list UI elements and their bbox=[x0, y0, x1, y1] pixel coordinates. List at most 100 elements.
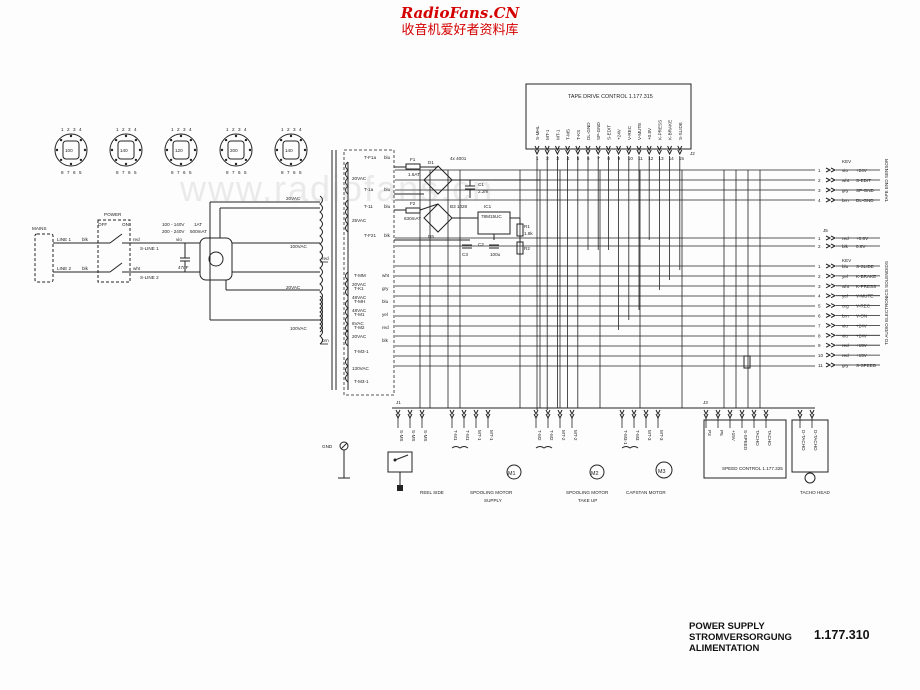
sc-pin-label: TACHO bbox=[755, 430, 760, 446]
kev2-signal: +15V bbox=[856, 353, 868, 358]
m2-pin-1: T-M2 bbox=[533, 409, 542, 441]
kev2-pin: 3 bbox=[818, 284, 821, 289]
m2-pin-label: T-M2 bbox=[537, 430, 542, 441]
capstan-label: CAPSTAN MOTOR bbox=[626, 490, 666, 495]
kev2-signal: S-SPEED bbox=[856, 363, 877, 368]
line2-label: LINE 2 bbox=[57, 266, 71, 271]
tdc-pin-num: 12 bbox=[648, 156, 654, 161]
tdc-pin-label-1: S-MHL bbox=[535, 125, 540, 140]
title-line-3: ALIMENTATION bbox=[689, 643, 760, 654]
sc-pin-6: TACHO bbox=[763, 409, 772, 446]
selector-pin: 3 bbox=[73, 127, 76, 132]
kev2-wire: red bbox=[842, 343, 849, 348]
selector-pin: 5 bbox=[244, 170, 247, 175]
kev1-wire: gry bbox=[842, 188, 849, 193]
voltage-range-2: 200 - 240V bbox=[162, 229, 185, 234]
tdc-pin-label-6: DL-GND bbox=[586, 122, 591, 140]
m1-pin-2: T-M1 bbox=[461, 409, 470, 441]
selector-pin: 2 bbox=[232, 127, 235, 132]
selector-pin: 8 bbox=[281, 170, 284, 175]
tdc-pin-3 bbox=[554, 145, 560, 156]
selector-pin: 1 bbox=[171, 127, 174, 132]
kev1-pin: 3 bbox=[818, 188, 821, 193]
fuse-rating-2: 500mAT bbox=[190, 229, 207, 234]
tdc-pin-num: 1 bbox=[536, 156, 539, 161]
tdc-pin-num: 14 bbox=[669, 156, 675, 161]
tdc-pin-7 bbox=[595, 145, 601, 156]
selector-pin: 8 bbox=[226, 170, 229, 175]
title-block: POWER SUPPLY STROMVERSORGUNG ALIMENTATIO… bbox=[689, 621, 792, 654]
selector-value-2: 140 bbox=[120, 148, 128, 153]
primary-volt-3: 100VAC bbox=[290, 244, 307, 249]
tdc-pin-label-8: S-EDIT bbox=[606, 125, 611, 140]
audio-solenoids-label: TO AUDIO ELECTRONICS SOLENOIDS bbox=[884, 261, 889, 345]
voltage-range-1: 100 - 140V bbox=[162, 222, 185, 227]
kev2-signal: +15V bbox=[856, 343, 868, 348]
selector-value-4: 200 bbox=[230, 148, 238, 153]
kev1-label: KEV bbox=[842, 159, 852, 164]
wire-line1: blk bbox=[82, 237, 89, 242]
m1-pin-label: T-M1 bbox=[453, 430, 458, 441]
kev2-wire: blu bbox=[842, 264, 849, 269]
sec-volt-6: 6VAC bbox=[352, 321, 364, 326]
j5-pin: 1 bbox=[818, 236, 821, 241]
gnd-label: GND bbox=[322, 444, 333, 449]
line1-label: LINE 1 bbox=[57, 237, 71, 242]
s-line2: S-LINE 2 bbox=[140, 275, 159, 280]
bridge2-part: B3 1028 bbox=[450, 204, 468, 209]
selector-pin: 6 bbox=[183, 170, 186, 175]
th-pin-label: D-TACHO bbox=[813, 430, 818, 451]
th-pin-label: D-TACHO bbox=[801, 430, 806, 451]
r1-val: 1.8k bbox=[524, 231, 533, 236]
tap-mid-5: T-M2 bbox=[354, 325, 365, 330]
tap-wire-1: blu bbox=[384, 155, 391, 160]
tape-end-sensor-label: TAPE END SENSOR bbox=[884, 158, 889, 202]
kev2-signal: +24V bbox=[856, 333, 868, 338]
selector-pin: 3 bbox=[293, 127, 296, 132]
primary-volt-1: 20VAC bbox=[286, 196, 301, 201]
sc-pin-5: TACHO bbox=[751, 409, 760, 446]
tap-mid-wire-1: wht bbox=[382, 273, 390, 278]
kev2-pin: 11 bbox=[818, 363, 823, 368]
tdc-pin-num: 5 bbox=[577, 156, 580, 161]
cap3-label: C3 bbox=[462, 252, 468, 257]
kev2-signal: V-ON bbox=[856, 314, 867, 319]
tdc-pin-1 bbox=[534, 145, 540, 156]
tdc-pin-num: 13 bbox=[658, 156, 664, 161]
tap-wire-4: blk bbox=[384, 233, 391, 238]
tdc-pin-label-2: MT-1 bbox=[545, 129, 550, 140]
kev2-pin: 5 bbox=[818, 304, 821, 309]
tap-mid-wire-5: red bbox=[382, 325, 389, 330]
fuse-f1: F1 bbox=[410, 157, 416, 162]
tap-mid-4: T-M1 bbox=[354, 312, 365, 317]
primary-volt-2: 20VAC bbox=[286, 285, 301, 290]
tdc-pin-8 bbox=[605, 145, 611, 156]
r2-label: R2 bbox=[524, 246, 530, 251]
sec-volt-2: 25VAC bbox=[352, 218, 367, 223]
brn-wire: brn bbox=[322, 338, 329, 343]
ic-label: IC1 bbox=[484, 204, 492, 209]
vio-wire: vio bbox=[176, 237, 182, 242]
m3-pin-3: MT-3 bbox=[643, 409, 652, 441]
kev2-wire: yel bbox=[842, 274, 848, 279]
cap1-val: 2.2m bbox=[478, 189, 488, 194]
tdc-pin-5 bbox=[575, 145, 581, 156]
kev2-pin: 10 bbox=[818, 353, 824, 358]
selector-pin: 8 bbox=[171, 170, 174, 175]
bridge1-part: 4x 4001 bbox=[450, 156, 467, 161]
kev2-pin: 2 bbox=[818, 274, 821, 279]
kev2-label: KEV bbox=[842, 258, 852, 263]
selector-value-5: 140 bbox=[285, 148, 293, 153]
tdc-pin-num: 2 bbox=[546, 156, 549, 161]
m3-pin-4: MT-3 bbox=[655, 409, 664, 441]
j1-pin-2: S-MS bbox=[407, 409, 416, 441]
j1-pin-label: S-MS bbox=[399, 430, 404, 441]
tap-mid-wire-2: gry bbox=[382, 286, 389, 291]
